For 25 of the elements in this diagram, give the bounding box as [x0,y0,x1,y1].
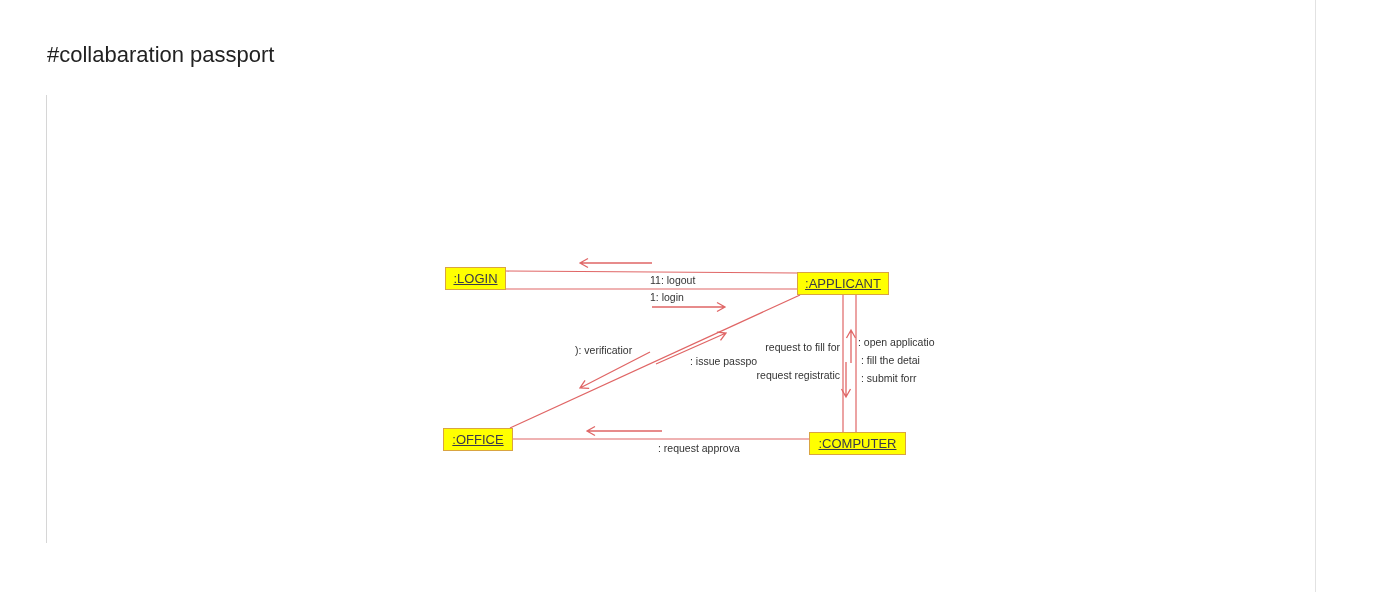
object-name: :LOGIN [453,271,498,286]
message-label: : fill the detai [861,354,920,366]
message-label: : submit forr [861,372,917,384]
link-line [505,288,798,290]
object-box [445,267,506,290]
link-line [505,270,798,274]
message-label: : open applicatio [858,336,935,348]
object-box [797,272,889,295]
message-label: : request approva [658,442,740,454]
message-label: 1: login [650,291,684,303]
object-box [809,432,906,455]
object-name: :APPLICANT [805,276,881,291]
link-line [855,294,857,433]
message-label: request registratic [756,369,840,381]
object-name: :OFFICE [452,432,504,447]
object-box [443,428,513,451]
page-heading: #collabaration passport [47,41,275,69]
link-line [512,438,810,440]
message-label: 11: logout [650,274,696,286]
link-line [842,294,844,433]
message-label: : issue passpo [690,355,758,367]
object-name: :COMPUTER [818,436,897,451]
message-label: request to fill for [765,341,840,353]
message-label: ): verificatior [575,344,633,356]
link-line [509,294,801,429]
